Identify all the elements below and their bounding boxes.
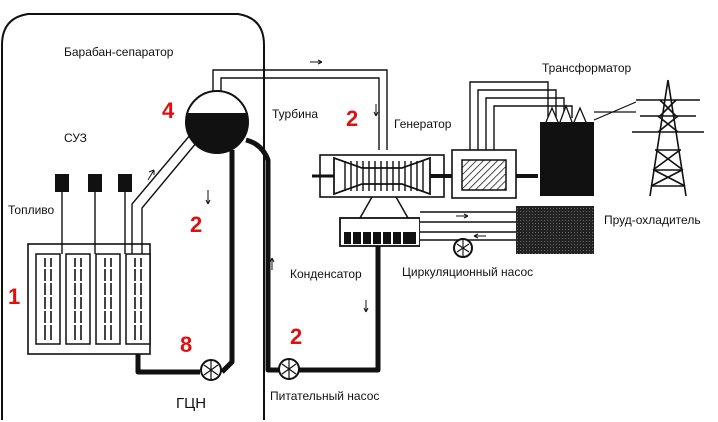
power-leads	[469, 81, 573, 150]
label-drum-separator: Барабан-сепаратор	[64, 45, 174, 59]
label-circulation-pump: Циркуляционный насос	[402, 265, 533, 279]
flow-arrow-cooling	[456, 213, 486, 239]
label-condenser: Конденсатор	[290, 267, 362, 281]
flow-arrow-down	[205, 190, 211, 205]
label-feed-pump: Питательный насос	[270, 389, 379, 403]
fuel-assemblies	[27, 243, 151, 355]
marker-drum: 4	[162, 98, 175, 123]
reactor-building	[1, 13, 265, 420]
flow-arrow-riser	[147, 169, 155, 181]
flow-arrow-feed-up	[269, 257, 275, 270]
label-mcp: ГЦН	[176, 395, 206, 412]
label-suz: СУЗ	[64, 131, 87, 145]
marker-fuel: 1	[8, 284, 20, 309]
main-circulation-pump-icon	[200, 359, 222, 381]
label-generator: Генератор	[394, 117, 452, 131]
label-fuel: Топливо	[8, 203, 55, 217]
marker-turbine: 2	[346, 106, 358, 131]
downcomer-loop	[135, 150, 235, 375]
flow-arrow-turbine-in	[373, 104, 379, 117]
label-turbine: Турбина	[272, 107, 318, 121]
marker-condensate: 2	[290, 324, 302, 349]
generator	[430, 149, 538, 199]
drum-separator	[185, 90, 249, 154]
cooling-pond	[516, 206, 594, 254]
label-cooling-pond: Пруд-охладитель	[604, 213, 701, 227]
marker-mcp: 8	[180, 332, 192, 357]
condenser	[339, 217, 421, 247]
feedwater-loop	[245, 137, 381, 373]
steam-pipe	[212, 69, 388, 150]
transmission-tower-icon	[632, 79, 704, 197]
feed-pump-icon	[278, 358, 300, 380]
flow-arrow-condensate-down	[363, 300, 369, 313]
turbine	[312, 154, 445, 219]
transformer	[540, 101, 637, 196]
marker-downcomer: 2	[190, 212, 202, 237]
circulation-pump-icon	[453, 238, 473, 258]
label-transformer: Трансформатор	[542, 61, 632, 75]
flow-arrow-steam	[310, 59, 323, 65]
riser-pipe	[131, 127, 203, 254]
control-rods	[55, 174, 132, 254]
